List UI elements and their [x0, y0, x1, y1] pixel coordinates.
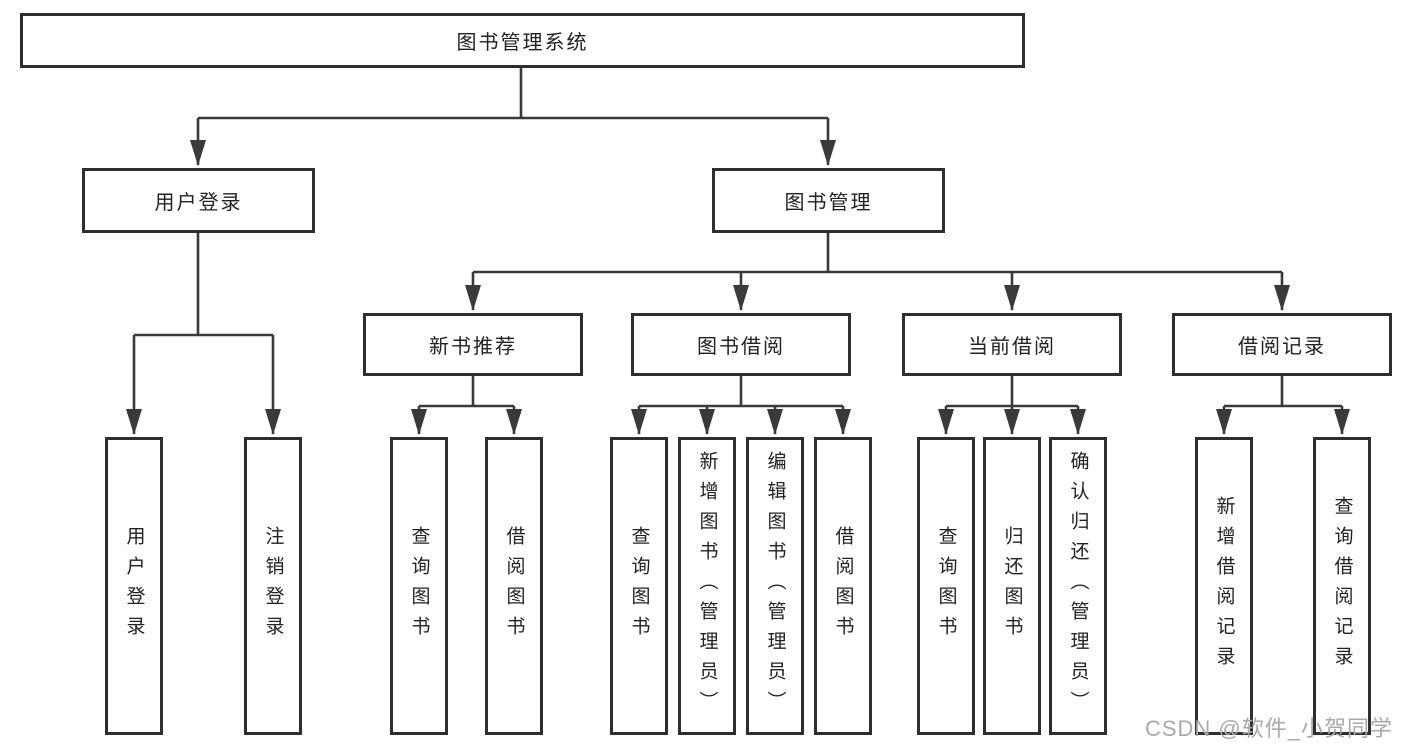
node-user-login: 用户登录	[82, 168, 315, 233]
node-leaf-cb-query-books-label: 查询图书	[935, 526, 957, 646]
node-leaf-br-query-record-label: 查询借阅记录	[1331, 496, 1353, 676]
node-book-management: 图书管理	[712, 168, 945, 233]
node-leaf-br-add-record-label: 新增借阅记录	[1213, 496, 1235, 676]
node-leaf-bb-query-books: 查询图书	[610, 437, 668, 735]
node-new-book-recommend-label: 新书推荐	[429, 336, 517, 358]
node-leaf-bb-query-books-label: 查询图书	[628, 526, 650, 646]
node-leaf-user-login-label: 用户登录	[123, 526, 145, 646]
node-leaf-nbr-borrow-books: 借阅图书	[485, 437, 543, 735]
node-book-borrow-label: 图书借阅	[697, 336, 785, 358]
node-leaf-bb-edit-books-admin: 编辑图书（管理员）	[746, 437, 804, 735]
node-leaf-logout-label: 注销登录	[262, 526, 284, 646]
node-new-book-recommend: 新书推荐	[363, 313, 583, 376]
node-user-login-label: 用户登录	[154, 192, 243, 214]
node-leaf-bb-borrow-books: 借阅图书	[814, 437, 872, 735]
node-leaf-cb-query-books: 查询图书	[917, 437, 975, 735]
node-book-borrow: 图书借阅	[631, 313, 851, 376]
node-leaf-bb-edit-books-admin-label: 编辑图书（管理员）	[764, 451, 786, 721]
node-borrow-records: 借阅记录	[1172, 313, 1392, 376]
node-leaf-bb-add-books-admin-label: 新增图书（管理员）	[696, 451, 718, 721]
node-leaf-cb-confirm-return-admin: 确认归还（管理员）	[1049, 437, 1107, 735]
node-borrow-records-label: 借阅记录	[1238, 336, 1326, 358]
connector-trunks	[134, 68, 1342, 408]
node-leaf-cb-confirm-return-admin-label: 确认归还（管理员）	[1067, 451, 1089, 721]
node-leaf-nbr-query-books-label: 查询图书	[408, 526, 430, 646]
node-leaf-logout: 注销登录	[244, 437, 302, 735]
node-root-label: 图书管理系统	[456, 32, 589, 54]
node-leaf-bb-borrow-books-label: 借阅图书	[832, 526, 854, 646]
node-leaf-user-login: 用户登录	[105, 437, 163, 735]
node-leaf-bb-add-books-admin: 新增图书（管理员）	[678, 437, 736, 735]
node-leaf-nbr-borrow-books-label: 借阅图书	[503, 526, 525, 646]
node-leaf-cb-return-books: 归还图书	[983, 437, 1041, 735]
csdn-watermark: CSDN @软件_小贺同学	[1144, 716, 1393, 741]
node-leaf-cb-return-books-label: 归还图书	[1001, 526, 1023, 646]
node-root-library-system: 图书管理系统	[20, 13, 1025, 68]
node-current-borrow: 当前借阅	[902, 313, 1122, 376]
node-leaf-br-add-record: 新增借阅记录	[1195, 437, 1253, 735]
node-book-management-label: 图书管理	[784, 192, 873, 214]
connector-arrows	[126, 118, 1350, 435]
node-current-borrow-label: 当前借阅	[968, 336, 1056, 358]
node-leaf-nbr-query-books: 查询图书	[390, 437, 448, 735]
node-leaf-br-query-record: 查询借阅记录	[1313, 437, 1371, 735]
